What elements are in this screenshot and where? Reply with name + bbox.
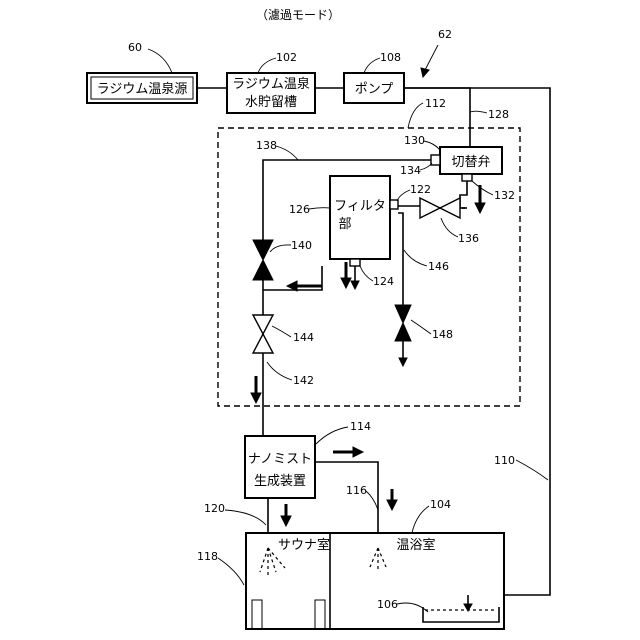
ref-116: 116 xyxy=(346,484,367,497)
nanomist-generator-box: ナノミスト 生成装置 xyxy=(245,436,315,498)
ref-136: 136 xyxy=(458,232,479,245)
ref-110: 110 xyxy=(494,454,515,467)
ref-144: 144 xyxy=(293,331,314,344)
bath-facility: サウナ室 温浴室 xyxy=(246,533,504,629)
ref-118: 118 xyxy=(197,550,218,563)
ref-138: 138 xyxy=(256,139,277,152)
switch-valve-label: 切替弁 xyxy=(451,155,490,170)
pump-label: ポンプ xyxy=(355,82,394,97)
storage-tank-label-line1: ラジウム温泉 xyxy=(232,76,310,92)
pump-box: ポンプ xyxy=(344,73,404,103)
filter-label-line2: 部 xyxy=(338,217,351,232)
filter-port-122 xyxy=(390,200,398,209)
ref-104: 104 xyxy=(430,498,451,511)
valve-136 xyxy=(420,198,460,218)
ref-102: 102 xyxy=(276,51,297,64)
filter-unit-box: フィルタ 部 xyxy=(330,176,390,259)
ref-148: 148 xyxy=(432,328,453,341)
switch-valve-box: 切替弁 xyxy=(440,147,502,174)
valve-144 xyxy=(253,315,273,353)
storage-tank-box: ラジウム温泉 水貯留槽 xyxy=(227,73,315,113)
ref-142: 142 xyxy=(293,374,314,387)
storage-tank-label-line2: 水貯留槽 xyxy=(245,95,297,110)
ref-128: 128 xyxy=(488,108,509,121)
ref-106: 106 xyxy=(377,598,398,611)
ref-108: 108 xyxy=(380,51,401,64)
bath-room-label: 温浴室 xyxy=(396,537,435,553)
valve-148 xyxy=(395,305,411,341)
switch-valve-port-134 xyxy=(431,155,440,165)
ref-114: 114 xyxy=(350,420,371,433)
nanomist-label-line1: ナノミスト xyxy=(248,452,312,467)
reference-labels: 60 102 108 62 112 128 130 138 134 132 12… xyxy=(128,28,548,612)
ref-132: 132 xyxy=(494,189,515,202)
ref-134: 134 xyxy=(400,164,421,177)
filter-port-124 xyxy=(350,259,360,266)
radium-source-label: ラジウム温泉源 xyxy=(97,81,188,97)
ref-120: 120 xyxy=(204,502,225,515)
ref-112: 112 xyxy=(425,97,446,110)
nanomist-label-line2: 生成装置 xyxy=(254,474,306,489)
ref-124: 124 xyxy=(373,275,394,288)
switch-valve-port-132 xyxy=(462,174,472,181)
ref-146: 146 xyxy=(428,260,449,273)
ref-122: 122 xyxy=(410,183,431,196)
valve-140 xyxy=(253,240,273,280)
ref-130: 130 xyxy=(404,134,425,147)
diagram-title: （濾過モード） xyxy=(256,7,340,22)
ref-62: 62 xyxy=(438,28,452,41)
radium-hot-spring-source: ラジウム温泉源 xyxy=(87,73,197,103)
filter-label-line1: フィルタ xyxy=(334,199,386,214)
ref-140: 140 xyxy=(291,239,312,252)
sauna-room-label: サウナ室 xyxy=(278,537,330,553)
ref-60: 60 xyxy=(128,41,142,54)
ref-126: 126 xyxy=(289,203,310,216)
